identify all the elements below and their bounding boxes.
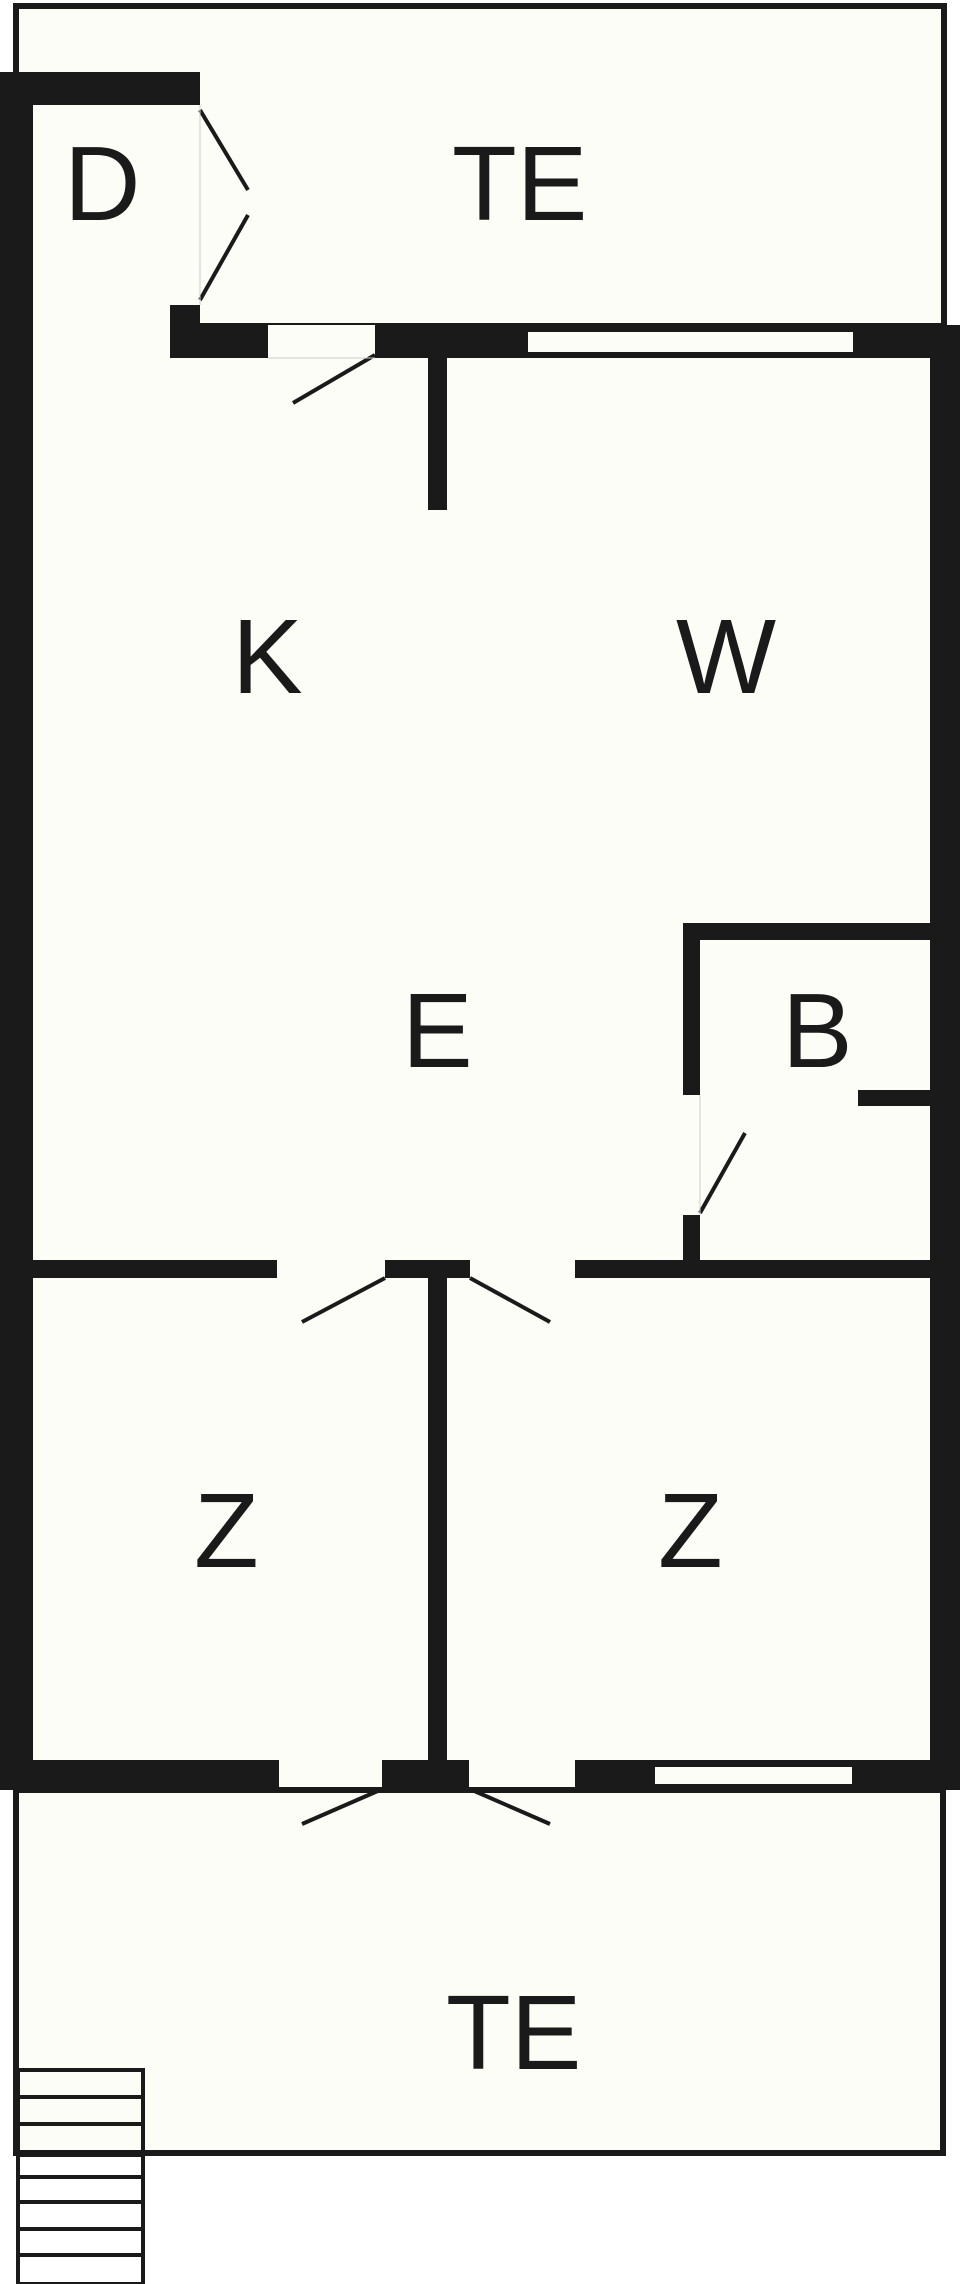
room-label-z-left: Z bbox=[194, 1472, 259, 1590]
walls bbox=[0, 72, 960, 1790]
room-label-e: E bbox=[402, 972, 473, 1090]
room-label-b: B bbox=[782, 972, 853, 1090]
interior-floor bbox=[0, 72, 930, 1790]
room-label-k: K bbox=[232, 598, 303, 716]
room-label-terrace-bottom: TE bbox=[446, 1974, 582, 2092]
room-label-z-right: Z bbox=[658, 1472, 723, 1590]
terrace-bottom-area bbox=[13, 1787, 946, 2156]
door-swings bbox=[198, 105, 747, 1826]
room-label-terrace-top: TE bbox=[452, 125, 588, 243]
room-label-d: D bbox=[64, 125, 141, 243]
room-label-w: W bbox=[676, 598, 777, 716]
stairs bbox=[16, 2068, 145, 2284]
